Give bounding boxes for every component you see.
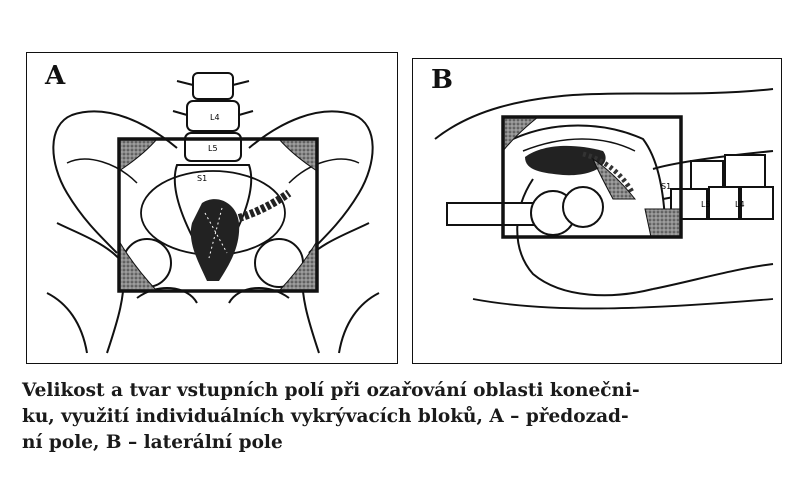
panel-b-label: B [431,65,453,95]
caption-line-1: Velikost a tvar vstupních polí při ozařo… [22,378,782,404]
vertebra-label-l4-lateral: L4 [735,200,745,209]
pelvis-lateral-drawing: S1 L5 L4 [413,59,783,365]
pelvis-ap-drawing: L4 L5 S1 [27,53,399,365]
panel-a-label: A [45,61,65,91]
vertebra-label-l4: L4 [210,113,220,122]
panel-b-lateral-field: S1 L5 L4 B [412,58,782,364]
panel-a-anteroposterior-field: L4 L5 S1 A [26,52,398,364]
caption-line-3: ní pole, B – laterální pole [22,430,782,456]
vertebra-label-s1: S1 [197,174,207,183]
figure-caption: Velikost a tvar vstupních polí při ozařo… [22,378,782,456]
caption-line-2: ku, využití individuálních vykrývacích b… [22,404,782,430]
vertebra-label-l5: L5 [208,144,218,153]
vertebra-label-l5-lateral: L5 [701,200,711,209]
